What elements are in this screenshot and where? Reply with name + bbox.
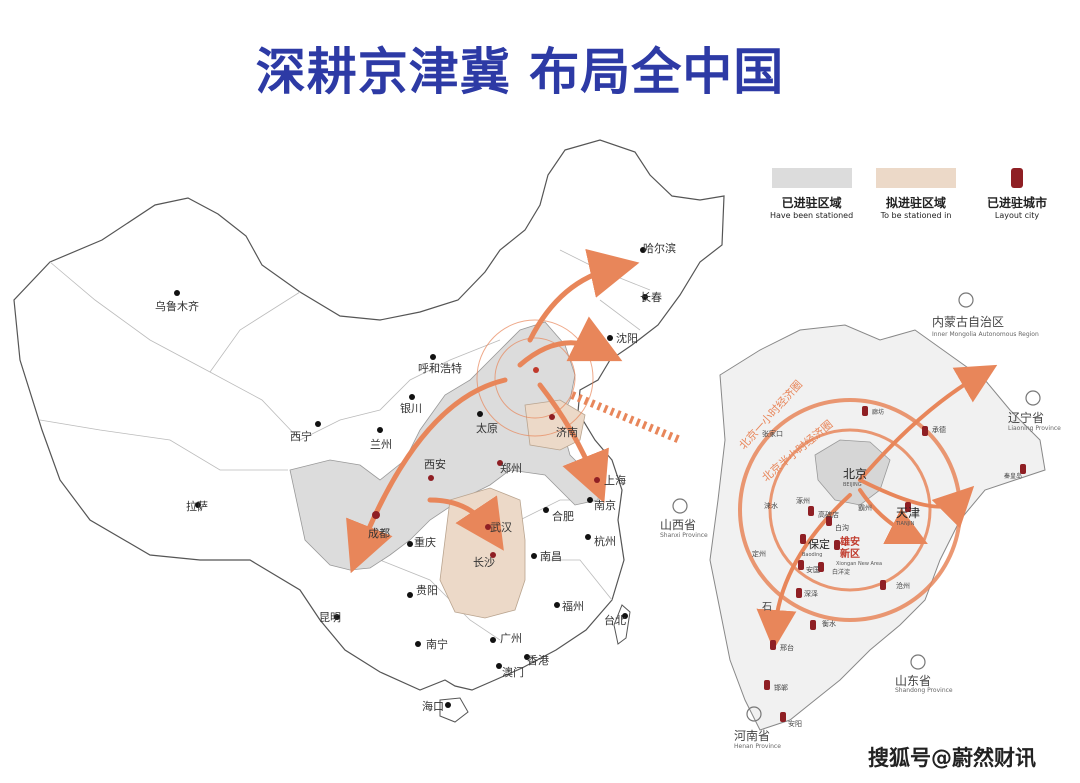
radiation-rings [476,319,594,437]
anyang-label: 安阳 [788,719,802,728]
watermark: 搜狐号@蔚然财讯 [868,746,1036,770]
page-title: 深耕京津冀 布局全中国 [255,43,785,101]
city-label: 昆明 [319,611,341,624]
city-label: 西宁 [290,429,312,443]
bazhou-label: 霸州 [858,504,872,512]
region-label-en: Inner Mongolia Autonomous Region [932,331,1039,338]
region-label: 内蒙古自治区 [932,314,1004,329]
baigou-label: 白沟 [835,523,849,532]
hebei-inset-outline [709,324,1046,731]
xiongan-label-en: Xiongan New Area [836,561,882,567]
china-city-labels: 哈尔滨 长春 沈阳 乌鲁木齐 呼和浩特 银川 兰州 西宁 太原 济南 西安 郑州… [155,241,676,713]
legend-label: 已进驻城市 [986,196,1047,210]
inset-arrows [756,364,998,650]
city-label: 成都 [368,527,390,540]
city-label: 合肥 [552,509,574,523]
legend-label-en: To be stationed in [880,211,952,220]
region-label: 山西省 [660,518,696,532]
legend-label: 拟进驻区域 [885,196,946,210]
dingzhou-label: 定州 [752,549,766,558]
city-label: 台北 [604,613,626,627]
legend-layout-city: 已进驻城市 Layout city [982,168,1052,220]
city-label: 兰州 [370,438,392,451]
xiongan-label-2: 新区 [840,547,860,560]
city-label: 海口 [422,699,444,713]
shenze-label: 深泽 [804,589,818,598]
city-label: 哈尔滨 [643,241,676,255]
qinhuangdao-label: 秦皇岛 [1004,472,1022,480]
city-label: 乌鲁木齐 [155,299,199,313]
zhuozhou-label: 涿州 [796,497,810,505]
china-outline [13,139,725,691]
beijing-label-en: BEIJING [843,482,862,488]
legend-label-en: Layout city [994,211,1040,220]
region-label-en: Henan Province [734,743,781,750]
city-label: 太原 [476,422,498,435]
city-label: 贵阳 [416,584,438,597]
baoding-label: 保定 [808,537,830,551]
hengshui-label: 衡水 [822,619,836,628]
chengde-label: 承德 [932,425,946,434]
city-label: 澳门 [502,665,524,679]
region-label-en: Liaoning Province [1008,425,1061,432]
gaobeidian-label: 高碑店 [818,510,839,519]
legend-label-en: Have been stationed [770,211,854,220]
city-label: 香港 [527,654,549,667]
city-label: 杭州 [594,534,616,548]
city-label: 上海 [604,473,626,487]
planned-region-east [524,399,586,451]
city-label: 重庆 [414,535,436,549]
city-label: 济南 [556,425,578,439]
region-label-en: Shanxi Province [660,532,708,539]
region-label: 河南省 [734,728,770,743]
handan-label: 邯郸 [774,683,788,692]
legend-planned: 拟进驻区域 To be stationed in [876,168,956,220]
cangzhou-label: 沧州 [896,581,910,590]
xiongan-label: 雄安 [839,535,860,548]
legend-swatch [876,168,956,188]
planned-region-central [439,487,526,619]
langfang-label: 廊坊 [872,408,884,416]
china-city-dots [174,247,648,708]
xingtai-label: 邢台 [780,643,794,652]
hainan-outline [439,697,469,723]
city-marker-icon [1011,168,1023,188]
city-label: 长沙 [473,556,495,569]
city-label: 长春 [640,291,662,304]
baoding-label-en: Baoding [802,552,822,558]
connector-arrow [570,391,682,444]
inset-region-labels: 内蒙古自治区 Inner Mongolia Autonomous Region … [660,292,1061,750]
anguo-label: 安国 [806,565,820,574]
city-label: 沈阳 [616,331,638,345]
city-label: 武汉 [490,521,512,534]
legend-label: 已进驻区域 [781,196,842,210]
tianjin-label: 天津 [896,506,920,520]
city-label: 南宁 [426,637,448,651]
city-label: 广州 [500,632,522,645]
inset-city-markers [764,406,1026,722]
city-label: 郑州 [500,461,522,475]
region-label: 辽宁省 [1008,410,1044,425]
city-label: 西安 [424,457,446,471]
baiyangdian-label: 白洋淀 [832,568,850,576]
city-label: 银川 [400,401,422,415]
legend-swatch [771,168,852,188]
city-label: 南昌 [540,550,562,563]
laishui-label: 涞水 [764,501,778,510]
zhangjiakou-label: 张家口 [762,429,783,438]
tianjin-label-en: TIANJIN [895,521,915,527]
shi-label: 石 [762,602,772,613]
region-label: 山东省 [895,674,931,688]
city-label: 拉萨 [186,499,208,513]
city-label: 呼和浩特 [418,361,462,375]
inset-city-labels: 北京 BEIJING 天津 TIANJIN 保定 Baoding 雄安 新区 X… [752,408,1022,728]
region-label-en: Shandong Province [895,687,953,694]
legend-stationed: 已进驻区域 Have been stationed [770,168,853,220]
city-label: 福州 [562,599,584,613]
city-label: 南京 [594,498,616,512]
beijing-label: 北京 [843,467,867,481]
